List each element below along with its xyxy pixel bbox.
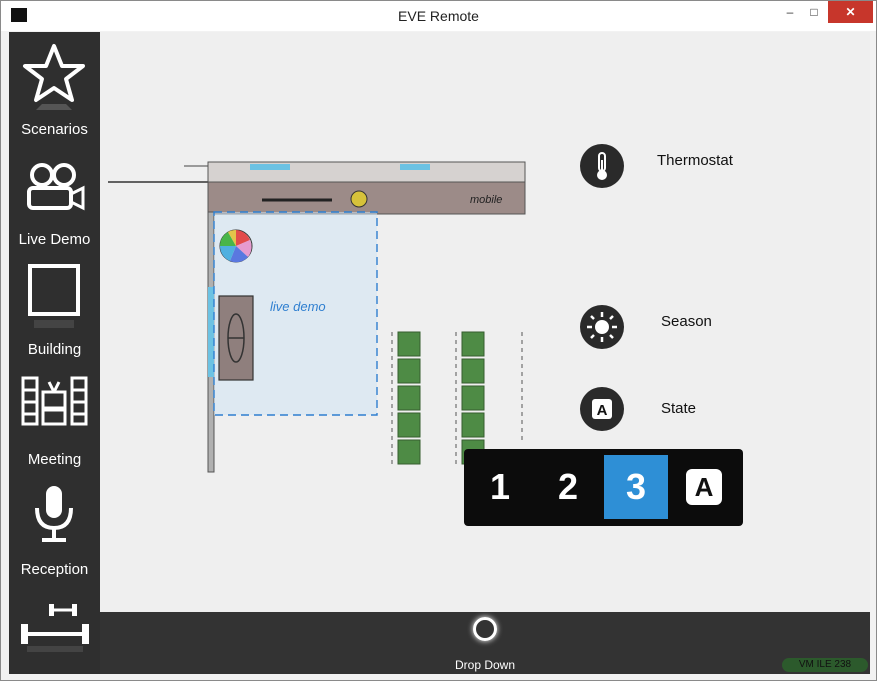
auto-a-icon: A [592, 399, 612, 419]
season-label: Season [661, 313, 712, 330]
thermostat-label: Thermostat [657, 152, 733, 169]
sidebar-item-label: Building [27, 341, 82, 358]
sidebar: Scenarios Live Demo Building [9, 32, 100, 674]
state-button[interactable]: A [580, 387, 624, 431]
dumbbell-icon [21, 604, 89, 652]
app-logo-icon [11, 8, 27, 22]
building-square-icon [28, 264, 80, 328]
svg-text:A: A [597, 402, 608, 419]
state-selector: 1 2 3 A [464, 449, 743, 526]
state-option-auto[interactable]: A [672, 455, 736, 519]
sidebar-item-meeting[interactable]: Meeting [9, 362, 100, 470]
title-bar: EVE Remote ‒ □ ✕ [1, 1, 876, 31]
sidebar-item-label: Scenarios [21, 121, 88, 138]
sidebar-item-label: Reception [20, 561, 89, 578]
state-option-2[interactable]: 2 [557, 466, 579, 507]
minimize-button[interactable]: ‒ [786, 5, 794, 19]
state-option-3[interactable]: 3 [604, 455, 668, 519]
sidebar-item-fitness[interactable] [9, 594, 100, 674]
maximize-button[interactable]: □ [810, 5, 818, 19]
close-button[interactable]: ✕ [828, 1, 873, 23]
meeting-tv-icon [21, 376, 88, 426]
season-button[interactable] [580, 305, 624, 349]
sidebar-item-label: Meeting [27, 451, 82, 468]
thermostat-button[interactable] [580, 144, 624, 188]
drop-down-ring-icon[interactable] [473, 617, 497, 641]
sidebar-item-scenarios[interactable]: Scenarios [9, 32, 100, 140]
floorplan-stage: mobile live demo [100, 32, 870, 612]
floorplan-drawing: mobile live demo [108, 161, 526, 473]
star-icon [23, 44, 85, 110]
sidebar-item-building[interactable]: Building [9, 252, 100, 360]
microphone-icon [35, 486, 73, 542]
state-label: State [661, 400, 697, 417]
sidebar-item-reception[interactable]: Reception [9, 472, 100, 580]
state-option-auto-label: A [686, 469, 722, 505]
floorplan-area-label: mobile [470, 194, 502, 206]
window-title: EVE Remote [398, 8, 479, 24]
status-badge: VM ILE 238 [782, 658, 868, 672]
sun-icon [587, 312, 617, 342]
room-label: live demo [270, 299, 326, 314]
sidebar-item-label: Live Demo [18, 231, 91, 248]
thermometer-icon [597, 152, 607, 180]
bottom-bar: Drop Down VM ILE 238 [100, 612, 870, 674]
drop-down-label[interactable]: Drop Down [454, 658, 516, 672]
state-option-1[interactable]: 1 [489, 466, 511, 507]
sidebar-item-live-demo[interactable]: Live Demo [9, 142, 100, 250]
camera-icon [27, 163, 85, 211]
